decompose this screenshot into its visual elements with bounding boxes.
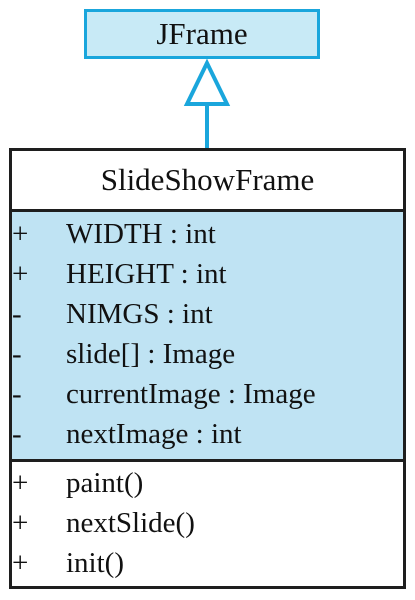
inheritance-arrowhead bbox=[183, 58, 231, 106]
method-text: nextSlide() bbox=[66, 507, 195, 539]
visibility-marker: - bbox=[12, 338, 22, 370]
visibility-marker: + bbox=[12, 467, 29, 499]
method-row: + paint() bbox=[12, 463, 403, 503]
class-box-slideshowframe: SlideShowFrame + WIDTH : int + HEIGHT : … bbox=[9, 148, 406, 589]
attribute-row: - slide[] : Image bbox=[12, 334, 403, 374]
visibility-marker: + bbox=[12, 547, 29, 579]
attribute-text: currentImage : Image bbox=[66, 378, 316, 410]
attributes-compartment: + WIDTH : int + HEIGHT : int - NIMGS : i… bbox=[12, 212, 403, 462]
attribute-row: + WIDTH : int bbox=[12, 214, 403, 254]
visibility-marker: + bbox=[12, 258, 29, 290]
method-row: + nextSlide() bbox=[12, 503, 403, 543]
attribute-row: - NIMGS : int bbox=[12, 294, 403, 334]
method-row: + init() bbox=[12, 543, 403, 583]
attribute-text: NIMGS : int bbox=[66, 298, 213, 330]
attribute-row: + HEIGHT : int bbox=[12, 254, 403, 294]
attribute-text: nextImage : int bbox=[66, 418, 242, 450]
attribute-text: WIDTH : int bbox=[66, 218, 216, 250]
methods-compartment: + paint() + nextSlide() + init() bbox=[12, 462, 403, 583]
visibility-marker: + bbox=[12, 218, 29, 250]
parent-class-jframe: JFrame bbox=[84, 9, 320, 59]
class-name: SlideShowFrame bbox=[100, 162, 315, 197]
parent-class-name: JFrame bbox=[156, 16, 248, 51]
class-name-compartment: SlideShowFrame bbox=[12, 151, 403, 212]
visibility-marker: - bbox=[12, 418, 22, 450]
attribute-row: - nextImage : int bbox=[12, 414, 403, 454]
visibility-marker: - bbox=[12, 298, 22, 330]
visibility-marker: - bbox=[12, 378, 22, 410]
method-text: paint() bbox=[66, 467, 144, 499]
attribute-row: - currentImage : Image bbox=[12, 374, 403, 414]
visibility-marker: + bbox=[12, 507, 29, 539]
attribute-text: HEIGHT : int bbox=[66, 258, 227, 290]
attribute-text: slide[] : Image bbox=[66, 338, 236, 370]
method-text: init() bbox=[66, 547, 124, 579]
